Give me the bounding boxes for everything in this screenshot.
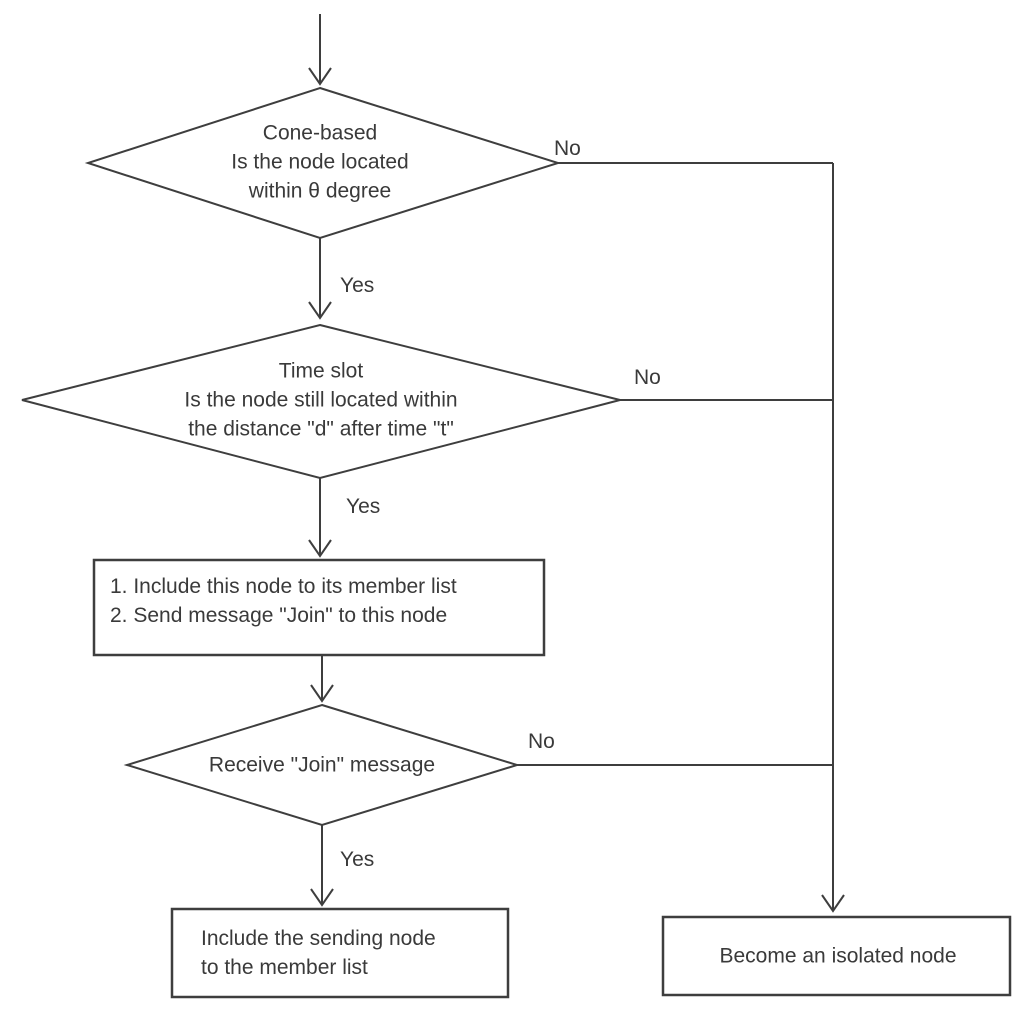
timeslot-yes-label: Yes xyxy=(346,495,381,518)
process-include-sender-box xyxy=(170,907,510,999)
include-sender-process-label: Include the sending node to the member l… xyxy=(201,927,436,979)
process-isolated-box xyxy=(661,915,1012,997)
timeslot-decision-label: Time slot Is the node still located with… xyxy=(184,359,458,441)
receive-no-label: No xyxy=(528,730,555,753)
cone-decision-label: Cone-based Is the node located within θ … xyxy=(231,121,409,203)
cone-yes-label: Yes xyxy=(340,274,375,297)
cone-no-label: No xyxy=(554,137,581,160)
receive-yes-label: Yes xyxy=(340,848,375,871)
include-member-process-label: 1. Include this node to its member list … xyxy=(110,575,457,627)
receive-join-decision-label: Receive "Join" message xyxy=(208,753,436,777)
timeslot-no-label: No xyxy=(634,366,661,389)
isolated-node-process-label: Become an isolated node xyxy=(719,944,957,968)
process-include-member-box xyxy=(92,558,546,657)
